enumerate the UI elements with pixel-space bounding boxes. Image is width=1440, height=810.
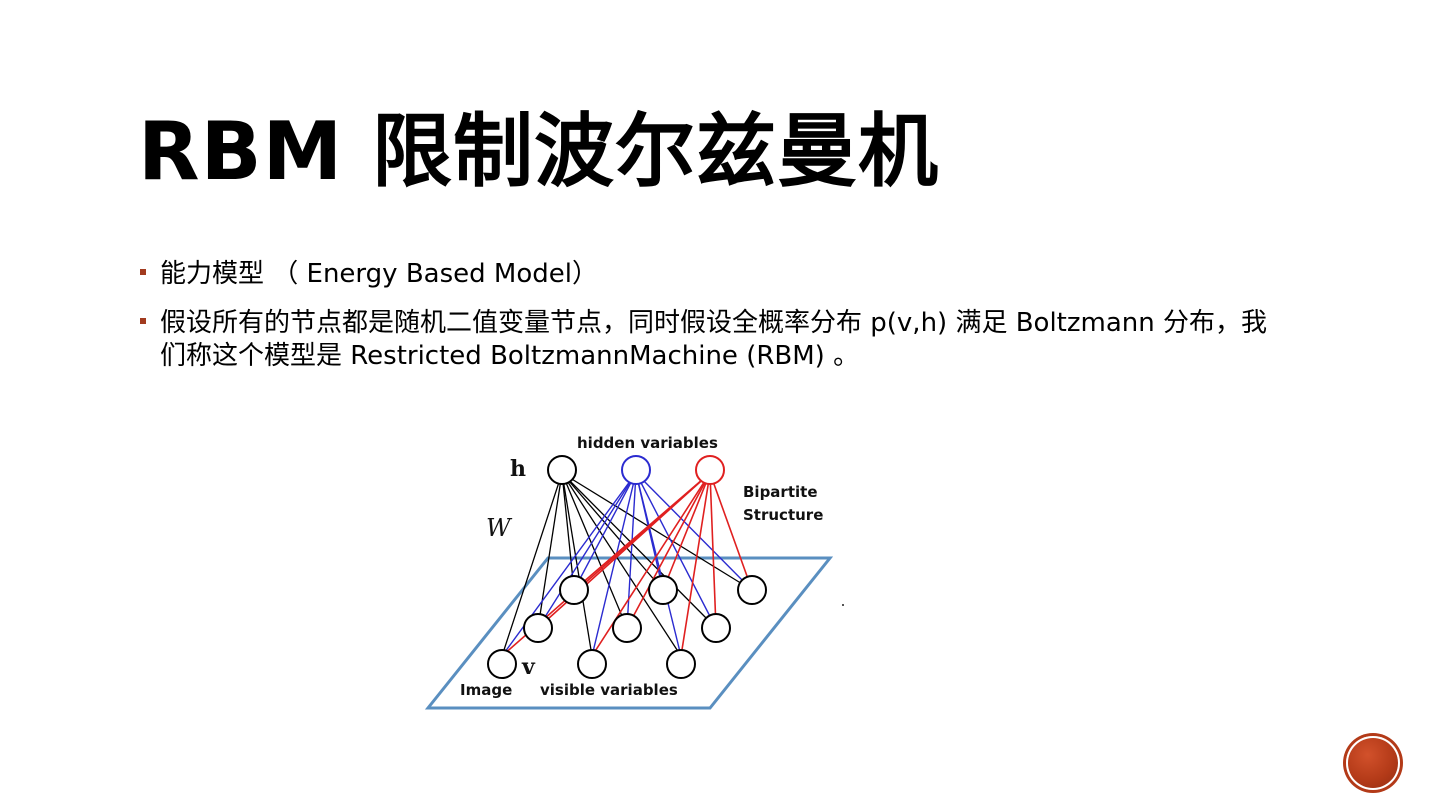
visible-unit — [737, 575, 767, 605]
bullet-text: 假设所有的节点都是随机二值变量节点，同时假设全概率分布 p(v,h) 满足 Bo… — [160, 308, 1268, 371]
visible-unit — [701, 613, 731, 643]
image-label: Image — [460, 681, 512, 699]
bullet-item: 假设所有的节点都是随机二值变量节点，同时假设全概率分布 p(v,h) 满足 Bo… — [138, 307, 1288, 373]
visible-plane — [424, 556, 834, 710]
stray-dot — [842, 604, 844, 606]
bipartite-label: Bipartite — [743, 483, 818, 501]
bullet-marker — [140, 318, 146, 324]
bullet-marker — [140, 269, 146, 275]
slide-title: RBM 限制波尔兹曼机 — [138, 105, 940, 198]
w-symbol: W — [486, 514, 513, 542]
visible-variables-label: visible variables — [540, 681, 678, 699]
visible-unit — [612, 613, 642, 643]
red-connections — [501, 472, 753, 657]
hidden-unit-blue — [621, 455, 651, 485]
visible-unit — [523, 613, 553, 643]
v-symbol: v — [521, 654, 536, 680]
rbm-diagram: hidden variables h W Bipartite Structure… — [420, 428, 850, 713]
visible-unit — [577, 649, 607, 679]
h-symbol: h — [510, 456, 526, 482]
bullet-text: 能力模型 （ Energy Based Model） — [160, 259, 598, 289]
visible-unit — [666, 649, 696, 679]
slide-nav-button[interactable] — [1346, 736, 1400, 790]
hidden-unit-black — [547, 455, 577, 485]
hidden-unit-red — [695, 455, 725, 485]
visible-unit — [487, 649, 517, 679]
hidden-variables-label: hidden variables — [577, 434, 718, 452]
visible-unit — [559, 575, 589, 605]
bullet-list: 能力模型 （ Energy Based Model） 假设所有的节点都是随机二值… — [138, 258, 1288, 389]
visible-units — [487, 575, 767, 679]
blue-connections — [501, 472, 753, 657]
rbm-diagram-svg: hidden variables h W Bipartite Structure… — [424, 434, 834, 710]
bullet-item: 能力模型 （ Energy Based Model） — [138, 258, 1288, 291]
structure-label: Structure — [743, 506, 823, 524]
visible-unit — [648, 575, 678, 605]
